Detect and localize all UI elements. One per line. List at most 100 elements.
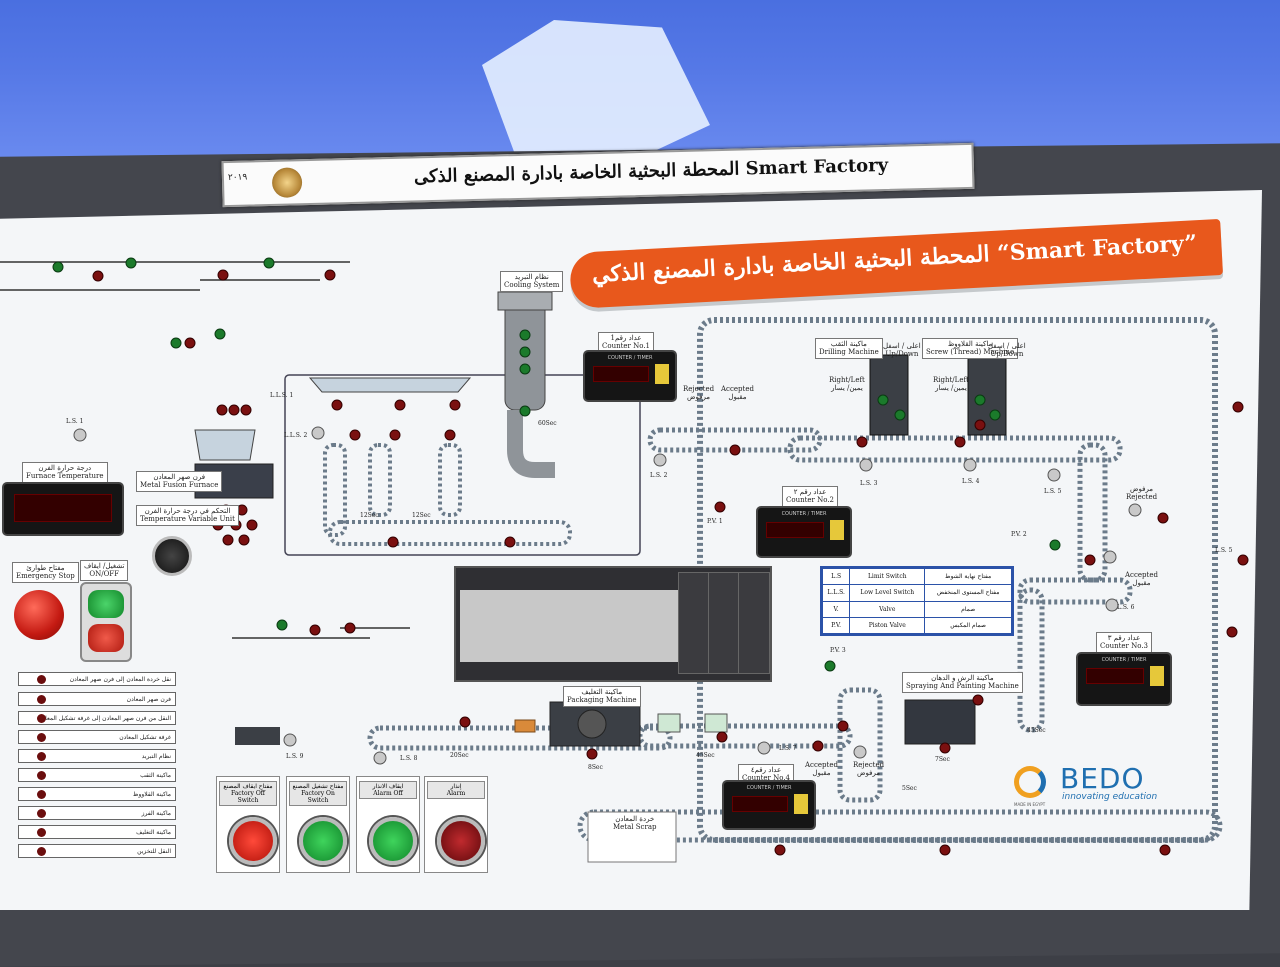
sec-12a-tag: 12Sec bbox=[360, 512, 379, 519]
lls1-tag: L.L.S. 1 bbox=[270, 392, 294, 399]
accepted-2-label: Accepted مقبول bbox=[1125, 571, 1158, 588]
counter-timer-3: COUNTER / TIMER bbox=[1078, 654, 1170, 704]
ls3-tag: L.S. 3 bbox=[860, 480, 878, 487]
legend-en: Limit Switch bbox=[849, 567, 926, 586]
alarm-off-button[interactable] bbox=[369, 817, 417, 865]
accepted-1-label: Accepted مقبول bbox=[721, 385, 754, 402]
sec-45a-tag: 45Sec bbox=[696, 752, 715, 759]
plc-module-1 bbox=[678, 572, 710, 674]
status-item: ماكينة الفرز bbox=[18, 806, 176, 820]
emergency-stop-label: مفتاح طوارئ Emergency Stop bbox=[12, 562, 79, 583]
alarm-off-label: ايقاف الانذار Alarm Off bbox=[359, 781, 417, 799]
sec-7-tag: 7Sec bbox=[935, 756, 950, 763]
status-item: غرفة تشكيل المعادن bbox=[18, 730, 176, 744]
status-item: النقل من فرن صهر المعادن إلى غرفة تشكيل … bbox=[18, 711, 176, 725]
legend-abbr: P.V. bbox=[821, 616, 851, 635]
rightleft-1-label: Right/Left يمين/ يسار bbox=[829, 376, 865, 393]
factory-on-switch[interactable]: مفتاح تشغيل المصنع Factory On Switch bbox=[286, 776, 350, 873]
status-item: ماكينة التغليف bbox=[18, 825, 176, 839]
pv1-tag: P.V. 1 bbox=[707, 518, 723, 525]
counter-4-header: COUNTER / TIMER bbox=[746, 785, 792, 791]
bedo-name: BEDO bbox=[1060, 762, 1145, 795]
onoff-label: تشغيل/ ايقاف ON/OFF bbox=[80, 560, 129, 581]
on-off-switch[interactable] bbox=[80, 582, 132, 662]
sec-8-tag: 8Sec bbox=[588, 764, 603, 771]
pv2-tag: P.V. 2 bbox=[1011, 531, 1027, 538]
cooling-system-label: نظام التبريد Cooling System bbox=[500, 271, 564, 292]
ls5-tag: L.S. 5 bbox=[1044, 488, 1062, 495]
counter-timer-1: COUNTER / TIMER bbox=[585, 352, 675, 400]
factory-off-button[interactable] bbox=[229, 817, 277, 865]
ls4-tag: L.S. 4 bbox=[962, 478, 980, 485]
counter-4-label: عداد رقم٤ Counter No.4 bbox=[738, 764, 795, 785]
counter-1-header: COUNTER / TIMER bbox=[607, 355, 653, 361]
plc-controller bbox=[454, 566, 772, 682]
counter-3-label: عداد رقم ٣ Counter No.3 bbox=[1096, 632, 1153, 653]
factory-off-switch[interactable]: مفتاح ايقاف المصنع Factory Off Switch bbox=[216, 776, 280, 873]
accepted-3-label: Accepted مقبول bbox=[805, 761, 838, 778]
lls2-tag: L.L.S. 2 bbox=[284, 432, 308, 439]
temperature-variable-label: التحكم في درجة حرارة الفرن Temperature V… bbox=[136, 505, 239, 526]
screw-machine-label: ماكينة القلاووظ Screw (Thread) Machine bbox=[922, 338, 1019, 359]
factory-on-button[interactable] bbox=[299, 817, 347, 865]
status-item: ماكينة القلاووظ bbox=[18, 787, 176, 801]
counter-2-label: عداد رقم ٢ Counter No.2 bbox=[782, 486, 839, 507]
packaging-machine-label: ماكينة التغليف Packaging Machine bbox=[563, 686, 641, 707]
plc-body bbox=[460, 590, 680, 662]
counter-2-header: COUNTER / TIMER bbox=[781, 511, 827, 517]
alarm-label: إنذار Alarm bbox=[427, 781, 485, 799]
status-item: نقل خردة المعادن إلى فرن صهر المعادن bbox=[18, 672, 176, 686]
alarm-lamp-icon bbox=[437, 817, 485, 865]
status-item: فرن صهر المعادن bbox=[18, 692, 176, 706]
bedo-mark-icon bbox=[1014, 766, 1046, 798]
plc-module-2 bbox=[708, 572, 740, 674]
rejected-2-label: مرفوض Rejected bbox=[1126, 485, 1158, 502]
sec-20-tag: 20Sec bbox=[450, 752, 469, 759]
pv3-tag: P.V. 3 bbox=[830, 647, 846, 654]
updown-1-label: اعلى / اسفل Up/Down bbox=[883, 342, 921, 359]
metal-scrap-label: خردة المعادن Metal Scrap bbox=[613, 815, 657, 832]
sec-60-tag: 60Sec bbox=[538, 420, 557, 427]
legend-abbr: L.S bbox=[821, 567, 851, 586]
status-item: ماكينة الثقب bbox=[18, 768, 176, 782]
temperature-knob[interactable] bbox=[152, 536, 192, 576]
ls5b-tag: L.S. 5 bbox=[1215, 547, 1233, 554]
bedo-tagline: innovating education bbox=[1062, 792, 1158, 802]
sec-12b-tag: 12Sec bbox=[412, 512, 431, 519]
sec-45b-tag: 45Sec bbox=[1027, 727, 1046, 734]
legend-en: Low Level Switch bbox=[849, 584, 926, 602]
status-item: نظام التبريد bbox=[18, 749, 176, 763]
counter-3-header: COUNTER / TIMER bbox=[1101, 657, 1147, 663]
ls9-tag: L.S. 9 bbox=[286, 753, 304, 760]
counter-timer-2: COUNTER / TIMER bbox=[758, 508, 850, 556]
emergency-stop-button[interactable] bbox=[10, 582, 72, 662]
ls6-tag: L.S. 6 bbox=[1117, 604, 1135, 611]
legend-ar: صمام المكبس bbox=[924, 616, 1012, 635]
factory-on-label: مفتاح تشغيل المصنع Factory On Switch bbox=[289, 781, 347, 806]
furnace-temperature-display bbox=[4, 484, 122, 534]
legend-abbr: L.L.S. bbox=[821, 584, 851, 602]
rightleft-2-label: Right/Left يمين/ يسار bbox=[933, 376, 969, 393]
ls2-tag: L.S. 2 bbox=[650, 472, 668, 479]
ls7-tag: L.S. 7 bbox=[779, 745, 797, 752]
updown-2-label: اعلى / اسفل Up/Down bbox=[988, 342, 1026, 359]
furnace-temperature-label: درجة حرارة الفرن Furnace Temperature bbox=[22, 462, 108, 483]
drilling-machine-label: ماكينة الثقب Drilling Machine bbox=[815, 338, 883, 359]
legend-ar: مفتاح المستوى المنخفض bbox=[924, 584, 1012, 602]
rejected-1-label: Rejected مرفوض bbox=[683, 385, 715, 402]
legend-ar: صمام bbox=[924, 600, 1012, 618]
plc-module-3 bbox=[738, 572, 770, 674]
board-surface bbox=[0, 190, 1262, 910]
alarm-indicator: إنذار Alarm bbox=[424, 776, 488, 873]
legend-en: Valve bbox=[849, 600, 926, 618]
bedo-made-in: MADE IN EGYPT bbox=[1014, 802, 1046, 807]
ls1-tag: L.S. 1 bbox=[66, 418, 84, 425]
factory-off-label: مفتاح ايقاف المصنع Factory Off Switch bbox=[219, 781, 277, 806]
alarm-off-switch[interactable]: ايقاف الانذار Alarm Off bbox=[356, 776, 420, 873]
legend-en: Piston Valve bbox=[849, 616, 926, 635]
